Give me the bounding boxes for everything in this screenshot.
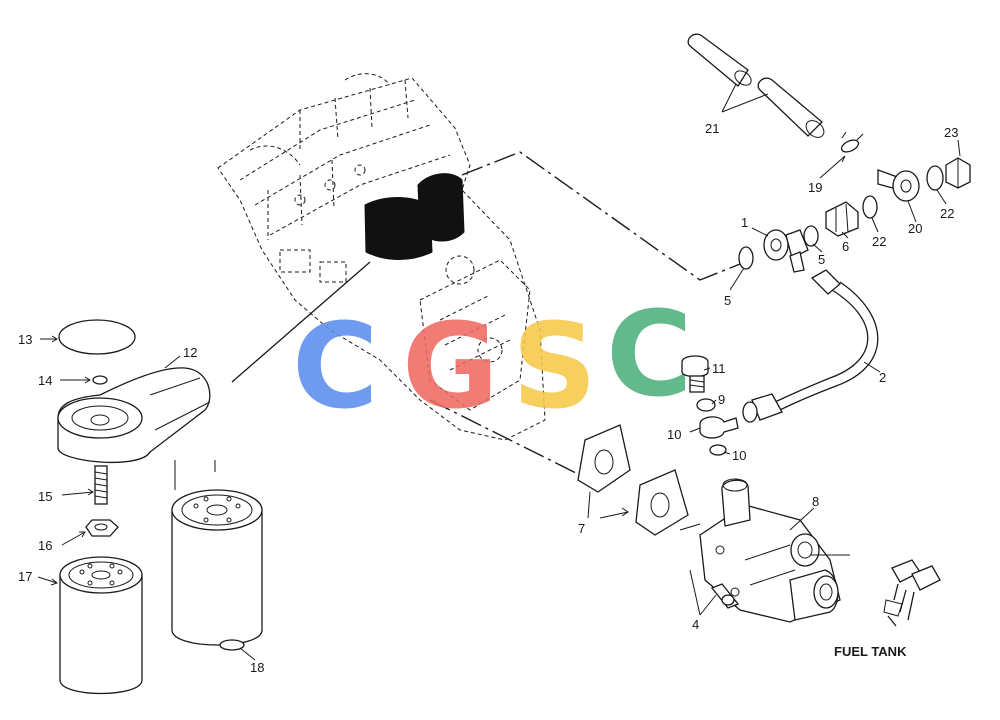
part-22-washer-left (862, 195, 878, 219)
fuel-tank-label: FUEL TANK (834, 644, 907, 659)
callout-21: 21 (705, 121, 719, 136)
leader-20 (907, 200, 917, 223)
part-4-studs (679, 523, 740, 609)
callout-8: 8 (812, 494, 819, 509)
callout-11: 11 (712, 361, 726, 376)
leader-18 (239, 647, 256, 661)
leader-22-left (871, 217, 879, 233)
mounted-filter-highlight (364, 173, 465, 260)
part-11-bolt (681, 355, 709, 393)
part-8-fuel-pump (699, 478, 841, 623)
leader-5-right (812, 243, 823, 253)
watermark-letter-1: C (292, 297, 379, 435)
part-5-washer-right (803, 225, 819, 247)
callout-6: 6 (842, 239, 849, 254)
callout-18: 18 (250, 660, 264, 675)
callout-20: 20 (908, 221, 922, 236)
part-16-nut (85, 519, 119, 537)
leader-23 (957, 139, 961, 157)
part-5-washer-left (738, 246, 754, 270)
leader-10b (723, 451, 731, 455)
part-22-washer-right (926, 165, 944, 191)
part-17-filter (59, 556, 143, 695)
centerline-engine-to-fitting (461, 151, 746, 281)
watermark-logo: C G S C (292, 285, 693, 435)
centerline-engine-to-pump (429, 399, 581, 476)
leader-22-right (936, 189, 947, 205)
callout-19: 19 (808, 180, 822, 195)
part-20-banjo (877, 169, 920, 202)
leader-10a (689, 427, 701, 433)
callout-14: 14 (38, 373, 52, 388)
part-10-fitting (699, 416, 739, 456)
part-15-stud (94, 465, 108, 505)
leader-8 (789, 507, 815, 531)
watermark-letter-3: S (512, 297, 597, 435)
leader-head-to-18 (174, 460, 216, 490)
part-18-filter (171, 489, 263, 651)
part-21-hose (687, 33, 825, 138)
watermark-letter-2: G (402, 297, 499, 435)
arrow-17 (37, 576, 59, 586)
part-19-clamp (840, 131, 864, 163)
part-12-filter-head (57, 367, 211, 463)
callout-1: 1 (741, 215, 748, 230)
callout-2: 2 (879, 370, 886, 385)
leader-7 (587, 491, 629, 519)
callout-12: 12 (183, 345, 197, 360)
watermark-letter-4: C (606, 285, 693, 423)
leader-engine-to-filter (231, 261, 371, 383)
callout-22-right: 22 (940, 206, 954, 221)
callout-4: 4 (692, 617, 699, 632)
callout-5-left: 5 (724, 293, 731, 308)
callout-15: 15 (38, 489, 52, 504)
leader-1 (751, 227, 769, 237)
arrow-14 (60, 376, 91, 384)
arrow-15 (61, 488, 94, 496)
leader-5-left (729, 267, 745, 291)
callout-17: 17 (18, 569, 32, 584)
leader-4 (689, 569, 717, 616)
callout-13: 13 (18, 332, 32, 347)
part-13-cap (58, 319, 136, 355)
callout-10-right: 10 (732, 448, 746, 463)
leader-21 (721, 83, 769, 113)
part-23-bolt (945, 157, 971, 189)
callout-22-left: 22 (872, 234, 886, 249)
callout-9: 9 (718, 392, 725, 407)
fuel-tank-connector (883, 559, 941, 627)
part-2-fuel-line (742, 269, 879, 423)
part-7-gaskets (577, 424, 689, 536)
part-14-ring (92, 375, 108, 385)
part-6-adapter (825, 201, 859, 237)
leader-12 (164, 355, 181, 369)
callout-16: 16 (38, 538, 52, 553)
part-1-banjo (763, 229, 809, 273)
leader-9 (711, 399, 717, 405)
leader-6 (841, 231, 849, 239)
leader-2 (863, 361, 881, 373)
arrow-13 (40, 335, 58, 343)
callout-5-right: 5 (818, 252, 825, 267)
callout-23: 23 (944, 125, 958, 140)
part-9-washer (696, 398, 716, 412)
callout-7: 7 (578, 521, 585, 536)
leader-19 (819, 155, 846, 179)
leader-11 (703, 367, 711, 371)
callout-10-left: 10 (667, 427, 681, 442)
arrow-16 (61, 531, 86, 546)
engine-block (217, 73, 546, 441)
